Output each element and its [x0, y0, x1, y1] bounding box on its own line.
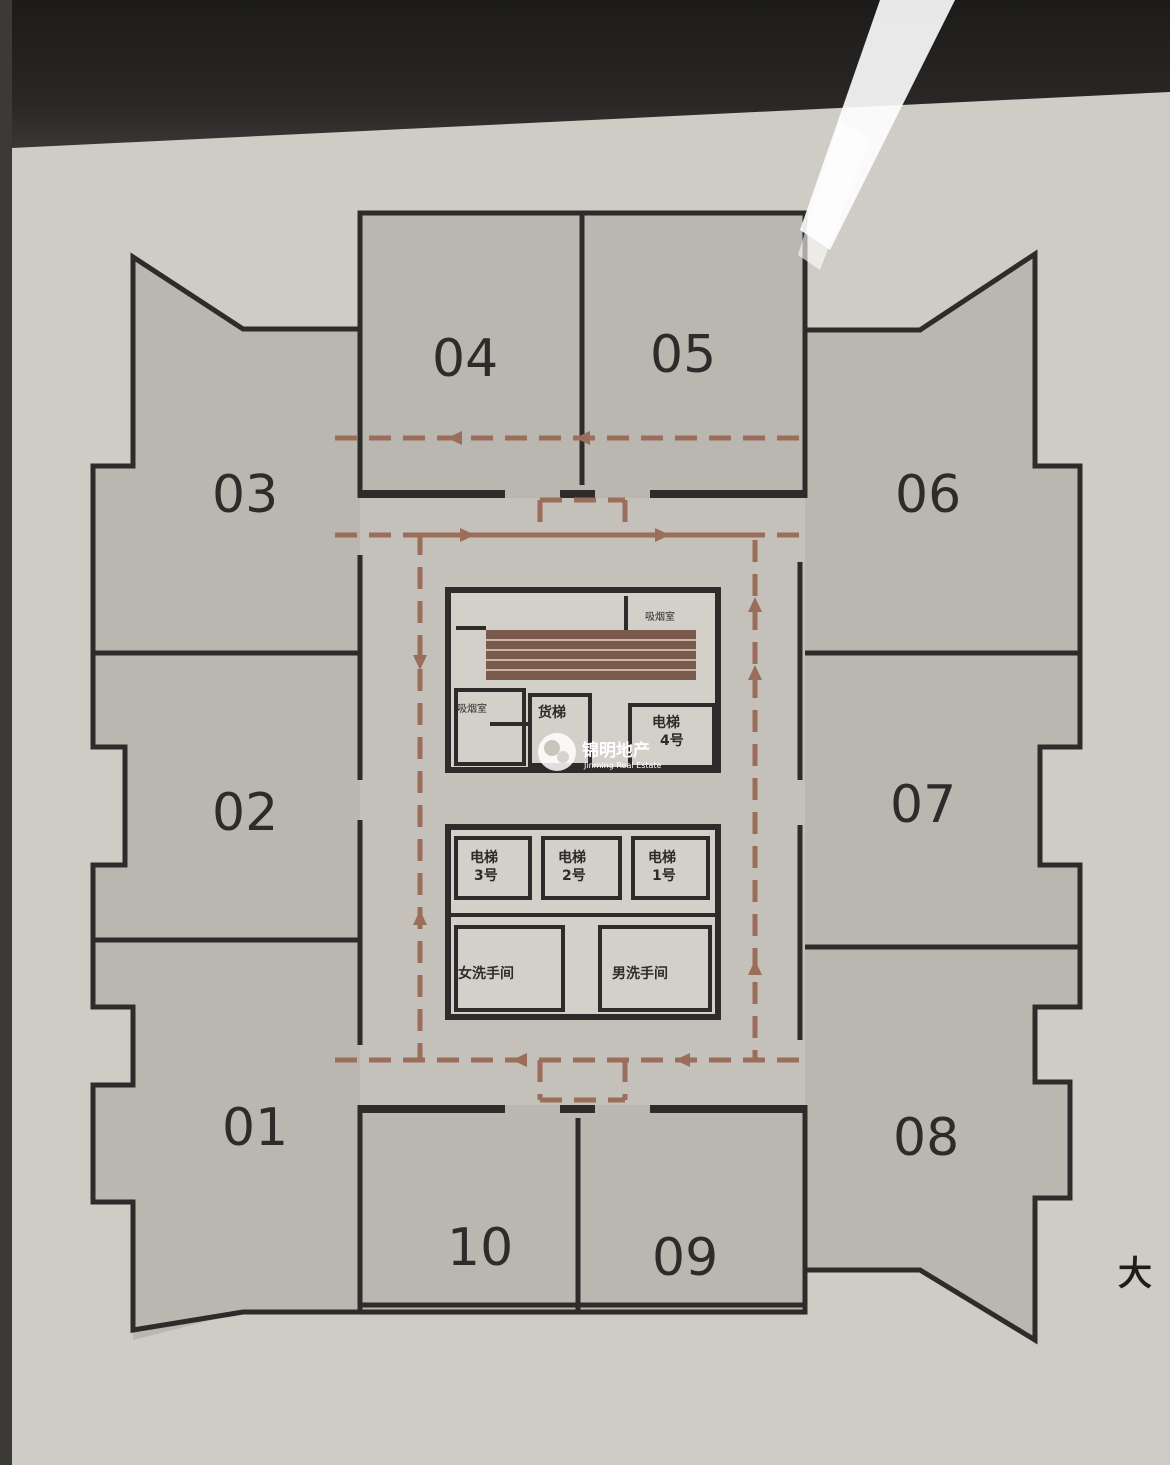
room-01: 01	[222, 1098, 288, 1158]
walls	[90, 210, 1083, 1345]
sign-frame-left	[0, 0, 12, 1465]
elevator-3-label: 电梯 3号	[470, 849, 498, 884]
arrow-north	[748, 960, 762, 975]
room-10: 10	[447, 1218, 513, 1278]
room-07: 07	[890, 775, 956, 835]
room-05: 05	[650, 325, 716, 385]
side-label: 大	[1118, 1254, 1152, 1294]
elevator-label-line: 4号	[660, 733, 684, 749]
elevator-label-line: 1号	[652, 868, 676, 884]
elevator-label-line: 2号	[562, 868, 586, 884]
elevator-label-line: 电梯	[470, 849, 498, 866]
arrow-east	[655, 528, 670, 542]
arrow-north	[748, 597, 762, 612]
arrow-west	[675, 1053, 690, 1067]
arrow-west	[512, 1053, 527, 1067]
smoke-room-left-label: 吸烟室	[457, 702, 487, 715]
core-upper: 吸烟室 吸烟室 货梯 电梯 4号	[445, 587, 721, 773]
smoke-room-top-label: 吸烟室	[645, 610, 675, 623]
elevator-label-line: 3号	[474, 868, 498, 884]
arrow-west	[447, 431, 462, 445]
watermark: 锦明地产 Jinming Real Estate	[538, 733, 662, 771]
door-walls	[360, 490, 805, 1113]
room-09: 09	[652, 1228, 718, 1288]
evacuation-route	[335, 435, 810, 1103]
elevator-label-line: 电梯	[648, 849, 676, 866]
stair-hatch	[486, 630, 696, 680]
arrow-east	[460, 528, 475, 542]
room-02: 02	[212, 783, 278, 843]
core-lower: 电梯 3号 电梯 2号 电梯 1号 女洗手间 男洗手间	[445, 824, 721, 1020]
room-04: 04	[432, 329, 498, 389]
elevator-label-line: 电梯	[652, 714, 680, 731]
elevator-2-label: 电梯 2号	[558, 849, 586, 884]
watermark-name-en: Jinming Real Estate	[583, 761, 662, 770]
arrow-north	[748, 665, 762, 680]
room-08: 08	[893, 1108, 959, 1168]
east-wing-outline	[805, 249, 1083, 1345]
room-06: 06	[895, 465, 961, 525]
elevator-1-label: 电梯 1号	[648, 849, 676, 884]
arrow-south	[413, 655, 427, 670]
elevator-4-label: 电梯 4号	[652, 714, 684, 749]
arrow-north	[413, 910, 427, 925]
mens-restroom-label: 男洗手间	[612, 965, 668, 982]
west-wing-outline	[90, 252, 360, 1333]
womens-restroom-label: 女洗手间	[458, 965, 514, 982]
south-block-outline	[357, 1105, 808, 1315]
room-numbers: 01 02 03 04 05 06 07 08 09 10	[212, 325, 961, 1288]
arrow-west	[575, 431, 590, 445]
freight-elevator-label: 货梯	[537, 704, 566, 721]
room-03: 03	[212, 465, 278, 525]
elevator-label-line: 电梯	[558, 849, 586, 866]
watermark-name-cn: 锦明地产	[582, 740, 650, 761]
